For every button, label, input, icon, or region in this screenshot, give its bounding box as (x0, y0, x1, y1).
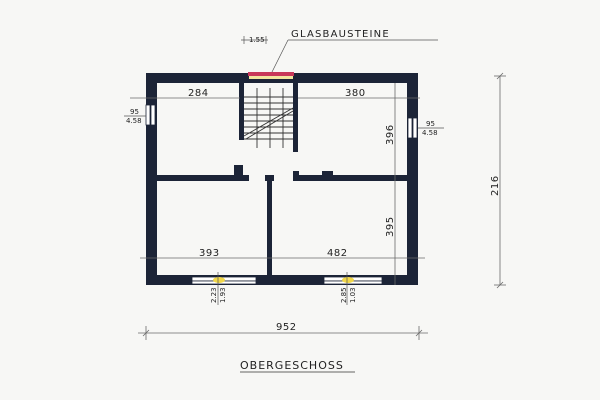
window-bottom-left-label-bottom: 1.93 (219, 287, 227, 303)
window-right (407, 117, 418, 139)
window-left (145, 104, 156, 126)
dim-396: 396 (385, 124, 396, 145)
dim-284: 284 (188, 88, 209, 99)
overall-height-dimension: 216 (490, 72, 506, 289)
dim-952: 952 (276, 322, 297, 333)
dim-395: 395 (385, 216, 396, 237)
window-bottom-left-label-top: 2.23 (210, 287, 218, 303)
glass-block-callout: 1.55 GLASBAUSTEINE (241, 29, 438, 75)
callout-label: GLASBAUSTEINE (291, 29, 390, 40)
window-left-label-top: 95 (130, 108, 139, 116)
dim-380: 380 (345, 88, 366, 99)
room-dimensions: 284 380 396 395 393 482 (130, 83, 425, 285)
dim-216: 216 (490, 175, 501, 196)
window-bottom-left (191, 272, 257, 305)
window-left-label-bottom: 4.58 (126, 117, 142, 125)
dim-393: 393 (199, 248, 220, 259)
callout-dimension: 1.55 (249, 36, 265, 44)
interior-walls (157, 80, 407, 278)
window-bottom-right-label-top: 2.85 (340, 287, 348, 303)
window-bottom-right (323, 272, 383, 305)
dim-482: 482 (327, 248, 348, 259)
window-bottom-right-label-bottom: 1.03 (349, 287, 357, 303)
window-labels: 95 4.58 95 4.58 2.23 1.93 2.85 1.03 (124, 108, 444, 303)
plan-title: OBERGESCHOSS (240, 359, 355, 373)
floor-title: OBERGESCHOSS (240, 359, 344, 372)
overall-width-dimension: 952 (138, 322, 428, 340)
window-right-label-bottom: 4.58 (422, 129, 438, 137)
window-right-label-top: 95 (426, 120, 435, 128)
glass-block-strip (248, 72, 294, 79)
staircase (243, 88, 294, 148)
